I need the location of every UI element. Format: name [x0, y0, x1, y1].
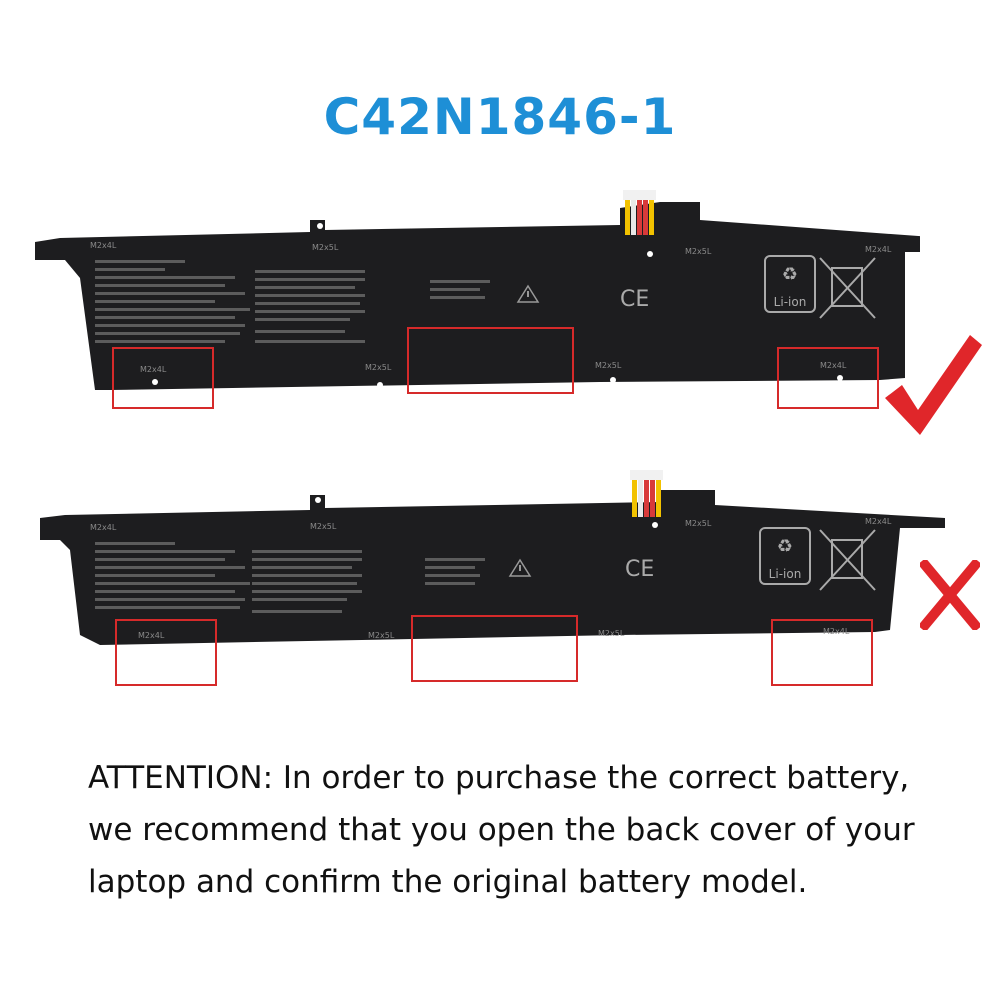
- battery-bottom-svg: M2x4L M2x5L M2x5L M2x4L M2x4L M2x5L M2x5…: [40, 470, 945, 686]
- battery-model-title: C42N1846-1: [323, 88, 677, 146]
- battery-photo-incorrect: M2x4L M2x5L M2x5L M2x4L M2x4L M2x5L M2x5…: [20, 470, 960, 700]
- screw-labels: M2x4L M2x5L M2x5L M2x4L M2x4L M2x5L M2x5…: [90, 241, 892, 374]
- screw-label: M2x4L: [865, 517, 892, 526]
- screw-label: M2x5L: [368, 631, 395, 640]
- highlight-boxes: [112, 327, 879, 409]
- attention-line: ATTENTION: In order to purchase the corr…: [88, 760, 910, 796]
- battery-body: [40, 490, 945, 645]
- highlight-box-right: [771, 619, 873, 686]
- screw-label: M2x4L: [140, 365, 167, 374]
- screw-label: M2x5L: [598, 629, 625, 638]
- screw-label: M2x5L: [685, 519, 712, 528]
- warning-icon: [516, 284, 540, 303]
- highlight-boxes: [115, 615, 873, 686]
- highlight-box-center: [407, 327, 574, 394]
- screw-label: M2x5L: [312, 243, 339, 252]
- screw-labels: M2x4L M2x5L M2x5L M2x4L M2x4L M2x5L M2x5…: [90, 517, 892, 640]
- screw-label: M2x4L: [90, 523, 117, 532]
- screw-label: M2x4L: [138, 631, 165, 640]
- crossed-bin-icon: [819, 257, 876, 319]
- ce-mark-icon: CE: [620, 287, 649, 312]
- highlight-box-right: [777, 347, 879, 409]
- svg-text:♻: ♻: [782, 264, 798, 285]
- recycle-icon: ♻ Li-ion: [764, 255, 816, 313]
- warning-icon: [508, 558, 532, 577]
- spec-label-text: [95, 542, 485, 613]
- check-mark-icon: [885, 335, 982, 435]
- connector-wires: [623, 190, 656, 235]
- screw-label: M2x4L: [820, 361, 847, 370]
- recycle-icon: ♻ Li-ion: [759, 527, 811, 585]
- screw-label: M2x5L: [595, 361, 622, 370]
- crossed-bin-icon: [819, 529, 876, 591]
- screw-holes: [152, 223, 843, 388]
- spec-label-text: [95, 260, 490, 343]
- highlight-box-left: [112, 347, 214, 409]
- attention-notice: ATTENTION: In order to purchase the corr…: [88, 752, 968, 908]
- li-ion-label: Li-ion: [769, 567, 802, 581]
- highlight-box-left: [115, 619, 217, 686]
- screw-label: M2x4L: [865, 245, 892, 254]
- battery-top-svg: M2x4L M2x5L M2x5L M2x4L M2x4L M2x5L M2x5…: [35, 190, 920, 409]
- screw-label: M2x4L: [823, 627, 850, 636]
- screw-label: M2x4L: [90, 241, 117, 250]
- svg-text:♻: ♻: [777, 536, 793, 557]
- attention-line: we recommend that you open the back cove…: [88, 812, 915, 848]
- screw-label: M2x5L: [365, 363, 392, 372]
- screw-holes: [155, 497, 831, 655]
- battery-photo-correct: M2x4L M2x5L M2x5L M2x4L M2x4L M2x5L M2x5…: [20, 190, 920, 420]
- connector-wires: [630, 470, 663, 517]
- li-ion-label: Li-ion: [774, 295, 807, 309]
- ce-mark-icon: CE: [625, 557, 654, 582]
- screw-label: M2x5L: [310, 522, 337, 531]
- cross-mark-icon: [920, 560, 980, 630]
- highlight-box-center: [411, 615, 578, 682]
- attention-line: laptop and confirm the original battery …: [88, 864, 808, 900]
- screw-label: M2x5L: [685, 247, 712, 256]
